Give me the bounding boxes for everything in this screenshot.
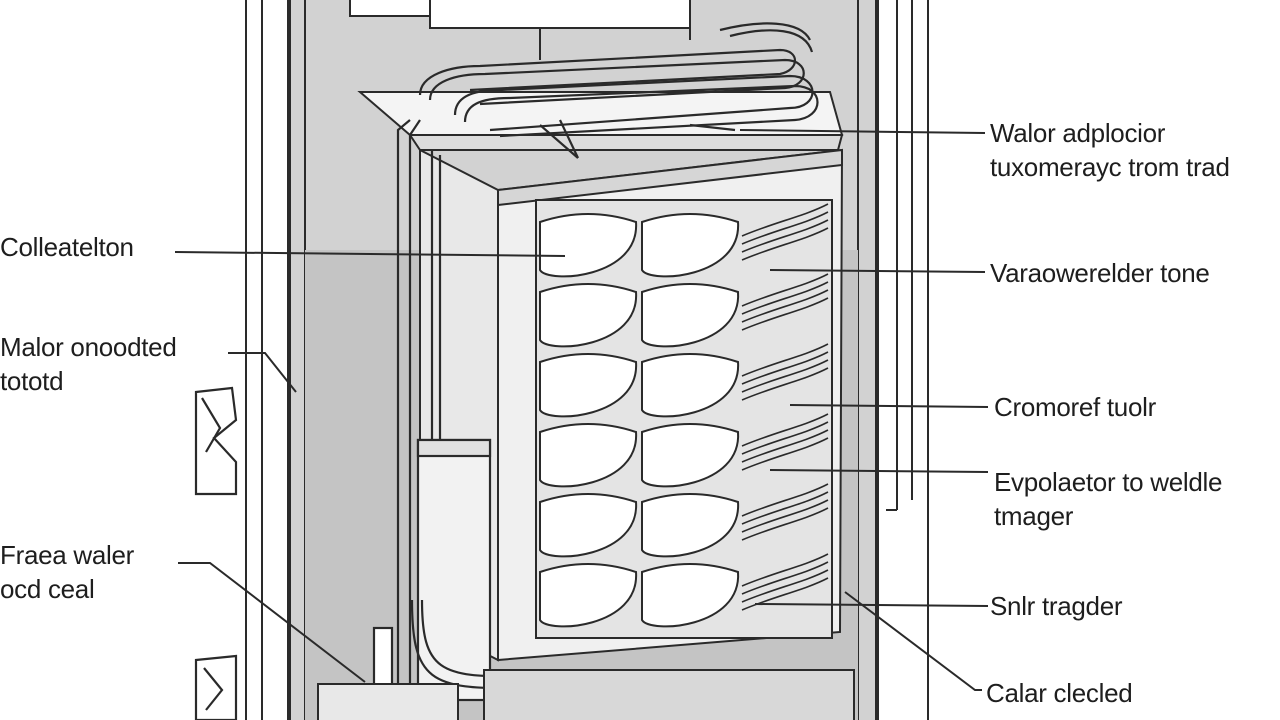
fin-line <box>741 553 829 587</box>
label-shelf: Snlr tragder <box>990 591 1123 621</box>
ice-cup <box>539 283 638 348</box>
label-evaporator-line2: tmager <box>994 501 1074 531</box>
fin-line <box>741 281 829 315</box>
fin-line <box>741 227 829 261</box>
ice-cup <box>539 353 638 418</box>
ice-cup <box>641 353 740 418</box>
fin-line <box>741 203 829 237</box>
label-water-channel: Malor onoodted tototd <box>0 330 177 398</box>
label-fresh-water: Fraea waler ocd ceal <box>0 538 134 606</box>
label-water-channel-line1: Malor onoodted <box>0 332 177 362</box>
fin-line <box>741 507 829 541</box>
door-latch-lower <box>194 654 238 720</box>
label-evaporator: Evpolaetor to weldle tmager <box>994 465 1222 533</box>
label-evaporator-line1: Evpolaetor to weldle <box>994 467 1223 497</box>
label-chamber-tubing: Cromoref tuolr <box>994 392 1156 422</box>
fin-line <box>741 483 829 517</box>
top-housing <box>349 0 691 60</box>
fin-line <box>741 569 829 603</box>
label-fresh-water-line1: Fraea waler <box>0 540 134 570</box>
fin-line <box>741 577 829 611</box>
ice-cup-grid <box>539 213 740 628</box>
fin-line <box>741 297 829 331</box>
label-collection: Colleatelton <box>0 232 134 262</box>
fin-line <box>741 219 829 253</box>
ice-cup <box>641 493 740 558</box>
fin-line <box>741 413 829 447</box>
ice-cup <box>539 563 638 628</box>
label-fresh-water-line2: ocd ceal <box>0 574 95 604</box>
fin-line <box>741 289 829 323</box>
fin-line <box>741 499 829 533</box>
fin-line <box>741 561 829 595</box>
fin-line <box>741 343 829 377</box>
fin-line <box>741 367 829 401</box>
evaporator-fins <box>741 203 829 611</box>
ice-cup <box>641 563 740 628</box>
ice-cup <box>641 283 740 348</box>
fin-line <box>741 351 829 385</box>
bottom-drawer <box>317 669 855 720</box>
label-vapor-tone: Varaowerelder tone <box>990 258 1210 288</box>
fin-line <box>741 359 829 393</box>
ice-cup <box>539 423 638 488</box>
door-latch-upper <box>194 386 238 496</box>
label-water-adapter: Walor adplocior tuxomerayc trom trad <box>990 116 1230 184</box>
fin-line <box>741 491 829 525</box>
label-water-adapter-line2: tuxomerayc trom trad <box>990 152 1230 182</box>
coil-tubing <box>418 22 819 159</box>
ice-cup <box>539 493 638 558</box>
label-cold-ceiling: Calar clecled <box>986 678 1133 708</box>
ice-cup <box>641 213 740 278</box>
fin-line <box>741 273 829 307</box>
leader-lines <box>174 129 989 691</box>
fin-line <box>741 437 829 471</box>
fin-line <box>741 421 829 455</box>
fin-line <box>741 429 829 463</box>
label-water-adapter-line1: Walor adplocior <box>990 118 1166 148</box>
label-water-channel-line2: tototd <box>0 366 64 396</box>
fin-line <box>741 211 829 245</box>
ice-cup <box>539 213 638 278</box>
ice-cup <box>641 423 740 488</box>
